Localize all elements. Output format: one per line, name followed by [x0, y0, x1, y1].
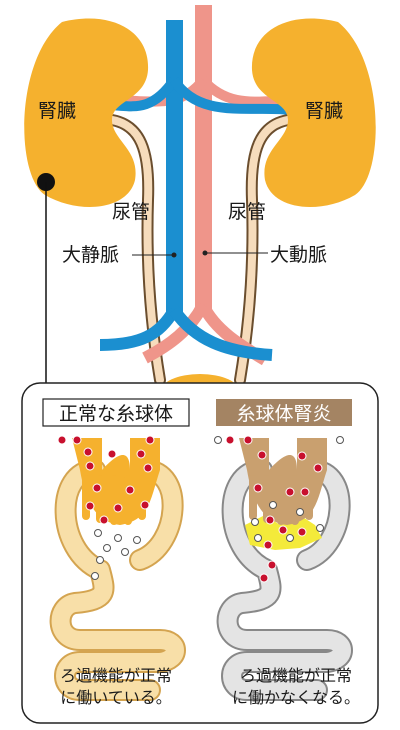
ureter-left-label: 尿管: [112, 201, 150, 223]
normal-panel-title: 正常な糸球体: [59, 403, 173, 425]
ureter-right-label: 尿管: [228, 201, 266, 223]
kidney-left: [24, 18, 149, 207]
kidney-right-label: 腎臓: [305, 100, 343, 122]
urinary-anatomy: 腎臓 腎臓 尿管 尿管 大静脈 大動脈: [24, 5, 376, 410]
nephritis-panel-title: 糸球体腎炎: [236, 403, 331, 425]
nephritis-caption-line1: ろ過機能が正常: [240, 666, 352, 685]
vena-cava-label: 大静脈: [62, 244, 119, 266]
normal-caption-line1: ろ過機能が正常: [60, 666, 172, 685]
nephritis-glomerulus-illustration: [214, 435, 353, 701]
aorta-label: 大動脈: [270, 244, 327, 266]
kidney-left-label: 腎臓: [38, 100, 76, 122]
nephritis-caption-line2: に働かなくなる。: [232, 688, 360, 707]
kidney-right: [251, 18, 376, 207]
normal-title-box: [42, 398, 190, 427]
normal-caption-line2: に働いている。: [60, 688, 172, 707]
nephritis-title-box: [216, 399, 352, 426]
normal-glomerulus-illustration: [49, 435, 186, 701]
